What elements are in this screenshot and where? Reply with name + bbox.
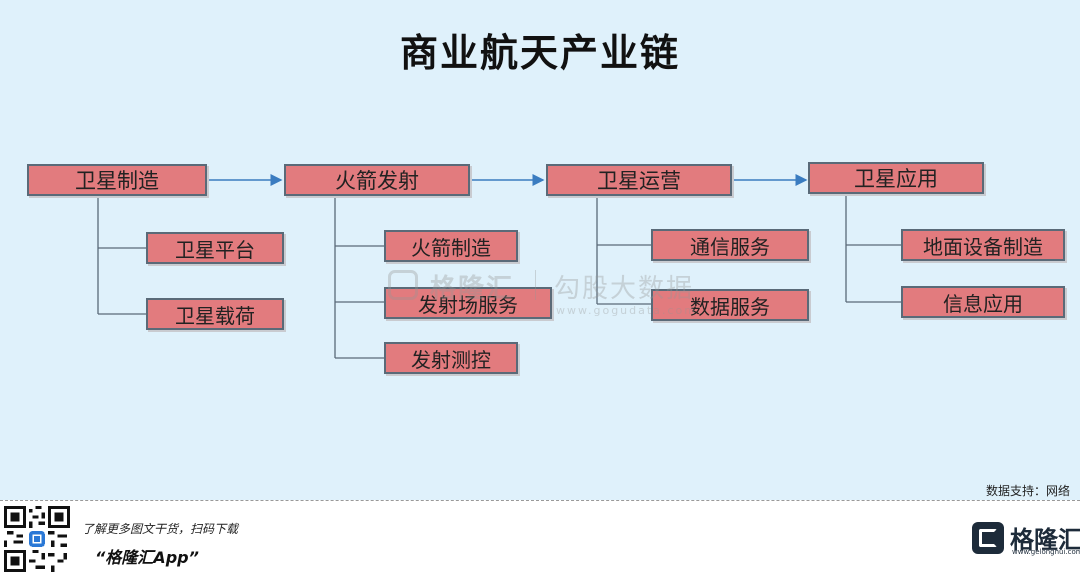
sub-box-satellite-payload: 卫星载荷	[146, 298, 284, 330]
diagram-title: 商业航天产业链	[399, 31, 680, 75]
qr-code-icon[interactable]	[4, 506, 70, 572]
stage-box-rocket-launch: 火箭发射	[284, 164, 470, 196]
tree-stage2	[334, 196, 384, 359]
brand-url: www.gelonghui.com	[1012, 548, 1080, 556]
sub-box-satellite-platform: 卫星平台	[146, 232, 284, 264]
sub-box-launch-site-service: 发射场服务	[384, 287, 552, 319]
watermark-logo-icon	[388, 270, 418, 300]
watermark-separator	[535, 270, 536, 300]
data-source-note: 数据支持：网络	[985, 484, 1070, 498]
sub-box-rocket-manufacturing: 火箭制造	[384, 230, 518, 262]
sub-box-communication-service: 通信服务	[651, 229, 809, 261]
sub-box-ground-equipment: 地面设备制造	[901, 229, 1065, 261]
tree-stage4	[845, 196, 901, 303]
footer-app-name: “格隆汇App”	[95, 548, 199, 567]
watermark-url: www.gogudata.com	[556, 304, 697, 317]
sub-box-launch-tracking-control: 发射测控	[384, 342, 518, 374]
brand-logo-icon	[972, 522, 1004, 554]
sub-box-information-application: 信息应用	[901, 286, 1065, 318]
footer-divider	[0, 500, 1080, 501]
tree-stage1	[97, 196, 146, 315]
tree-stage3	[596, 196, 651, 305]
diagram-panel: 商业航天产业链	[0, 0, 1080, 500]
connector-lines	[97, 174, 901, 359]
footer-download-hint: 了解更多图文干货，扫码下载	[82, 522, 239, 536]
stage-box-satellite-operation: 卫星运营	[546, 164, 732, 196]
stage-box-satellite-application: 卫星应用	[808, 162, 984, 194]
sub-box-data-service: 数据服务	[651, 289, 809, 321]
stage-box-satellite-manufacturing: 卫星制造	[27, 164, 207, 196]
watermark-brand: 格隆汇	[430, 274, 515, 304]
brand-name: 格隆汇	[1010, 526, 1080, 554]
watermark-product: 勾股大数据	[554, 274, 695, 304]
